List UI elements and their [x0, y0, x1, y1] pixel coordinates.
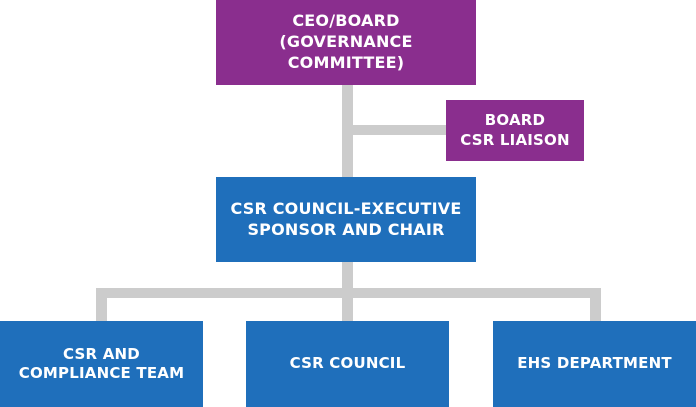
connector-council-down	[342, 261, 353, 292]
ceo-board-box: CEO/BOARD (GOVERNANCE COMMITTEE)	[216, 0, 476, 85]
csr-council-box: CSR COUNCIL	[246, 321, 449, 407]
csr-compliance-team-label: CSR AND COMPLIANCE TEAM	[18, 344, 185, 383]
board-csr-liaison-box: BOARD CSR LIAISON	[446, 100, 584, 161]
csr-council-executive-label: CSR COUNCIL-EXECUTIVE SPONSOR AND CHAIR	[230, 198, 462, 239]
ehs-department-box: EHS DEPARTMENT	[493, 321, 696, 407]
board-csr-liaison-label: BOARD CSR LIAISON	[460, 111, 570, 149]
ehs-department-label: EHS DEPARTMENT	[517, 354, 672, 373]
connector-to-csr-council	[342, 288, 353, 322]
csr-compliance-team-box: CSR AND COMPLIANCE TEAM	[0, 321, 203, 407]
csr-council-executive-box: CSR COUNCIL-EXECUTIVE SPONSOR AND CHAIR	[216, 177, 476, 262]
connector-to-compliance-team	[96, 288, 107, 322]
connector-to-ehs-department	[590, 288, 601, 322]
connector-to-board-liaison	[342, 125, 448, 135]
csr-council-label: CSR COUNCIL	[289, 354, 406, 373]
ceo-board-label: CEO/BOARD (GOVERNANCE COMMITTEE)	[279, 11, 413, 72]
